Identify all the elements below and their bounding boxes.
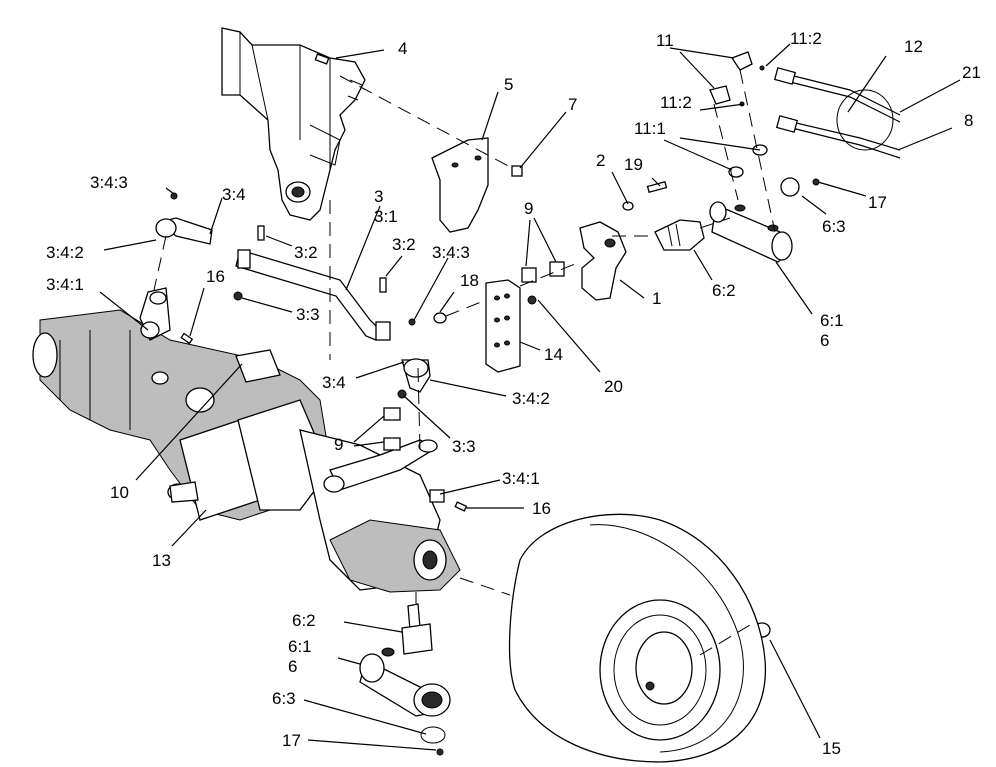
callout-16-left: 16 <box>206 267 225 286</box>
callout-3-3-bottom: 3:3 <box>452 437 476 456</box>
callout-9-top: 9 <box>524 199 533 218</box>
callout-21: 21 <box>962 63 981 82</box>
callout-6-3-bottom: 6:3 <box>272 689 296 708</box>
shim-plate <box>235 349 281 383</box>
callout-6-2-bottom: 6:2 <box>292 611 316 630</box>
callout-6-bottom: 6 <box>288 657 297 676</box>
callout-12: 12 <box>904 37 923 56</box>
callout-labels: 4 5 7 11 11:2 12 21 8 11:2 11:1 19 2 17 … <box>46 29 981 758</box>
callout-20: 20 <box>604 377 623 396</box>
callout-11-1: 11:1 <box>634 119 666 138</box>
callout-6-1-bottom: 6:1 <box>288 637 312 656</box>
callout-6-1-top: 6:1 <box>820 311 844 330</box>
steering-plate <box>431 137 489 233</box>
callout-3: 3 <box>374 187 383 206</box>
callout-19: 19 <box>624 155 643 174</box>
callout-3-4-3-right: 3:4:3 <box>432 243 470 262</box>
callout-11-2-top: 11:2 <box>790 29 822 48</box>
callout-11-top: 11 <box>656 31 674 50</box>
leader-lines <box>99 43 961 751</box>
callout-3-2-right: 3:2 <box>392 235 416 254</box>
callout-13: 13 <box>152 551 171 570</box>
callout-10: 10 <box>110 483 129 502</box>
steering-arm-left <box>139 287 171 341</box>
hex-nuts-9 <box>383 261 565 451</box>
callout-6-top: 6 <box>820 331 829 350</box>
callout-3-4-1-right: 3:4:1 <box>502 469 540 488</box>
steering-cylinder-lower <box>359 603 451 756</box>
wheel-tire <box>508 513 767 763</box>
hydraulic-hoses <box>709 51 901 178</box>
callout-2: 2 <box>596 151 605 170</box>
small-fasteners <box>170 53 820 638</box>
callout-9-bottom: 9 <box>334 435 343 454</box>
callout-3-3-top: 3:3 <box>296 305 320 324</box>
callout-15: 15 <box>822 739 841 758</box>
callout-8: 8 <box>964 111 973 130</box>
callout-3-4-3-left: 3:4:3 <box>90 173 128 192</box>
ball-joint-upper <box>654 219 705 251</box>
callout-6-2-top: 6:2 <box>712 281 736 300</box>
callout-3-1: 3:1 <box>374 207 398 226</box>
tie-rod-assembly <box>155 217 431 393</box>
callout-4: 4 <box>398 39 407 58</box>
steering-cylinder-upper <box>709 201 793 263</box>
callout-17-bottom: 17 <box>282 731 301 750</box>
callout-3-4-2-right: 3:4:2 <box>512 389 550 408</box>
callout-3-4-mid: 3:4 <box>322 373 346 392</box>
steering-arm-right <box>323 439 438 493</box>
callout-3-4-top: 3:4 <box>222 185 246 204</box>
cylinder-bracket <box>579 221 627 301</box>
callout-3-4-2-left: 3:4:2 <box>46 243 84 262</box>
mounting-plate <box>485 279 521 373</box>
callout-18: 18 <box>460 271 479 290</box>
callout-1: 1 <box>652 289 661 308</box>
callout-6-3-top: 6:3 <box>822 217 846 236</box>
callout-16-right: 16 <box>532 499 551 518</box>
callout-3-2-left: 3:2 <box>294 243 318 262</box>
callout-14: 14 <box>544 345 563 364</box>
callout-5: 5 <box>504 75 513 94</box>
assembly-lines <box>153 69 776 656</box>
callout-11-2-mid: 11:2 <box>660 93 692 112</box>
callout-7: 7 <box>568 95 577 114</box>
callout-3-4-1-left: 3:4:1 <box>46 275 84 294</box>
callout-17-top: 17 <box>868 193 887 212</box>
mounting-bracket <box>221 27 366 221</box>
